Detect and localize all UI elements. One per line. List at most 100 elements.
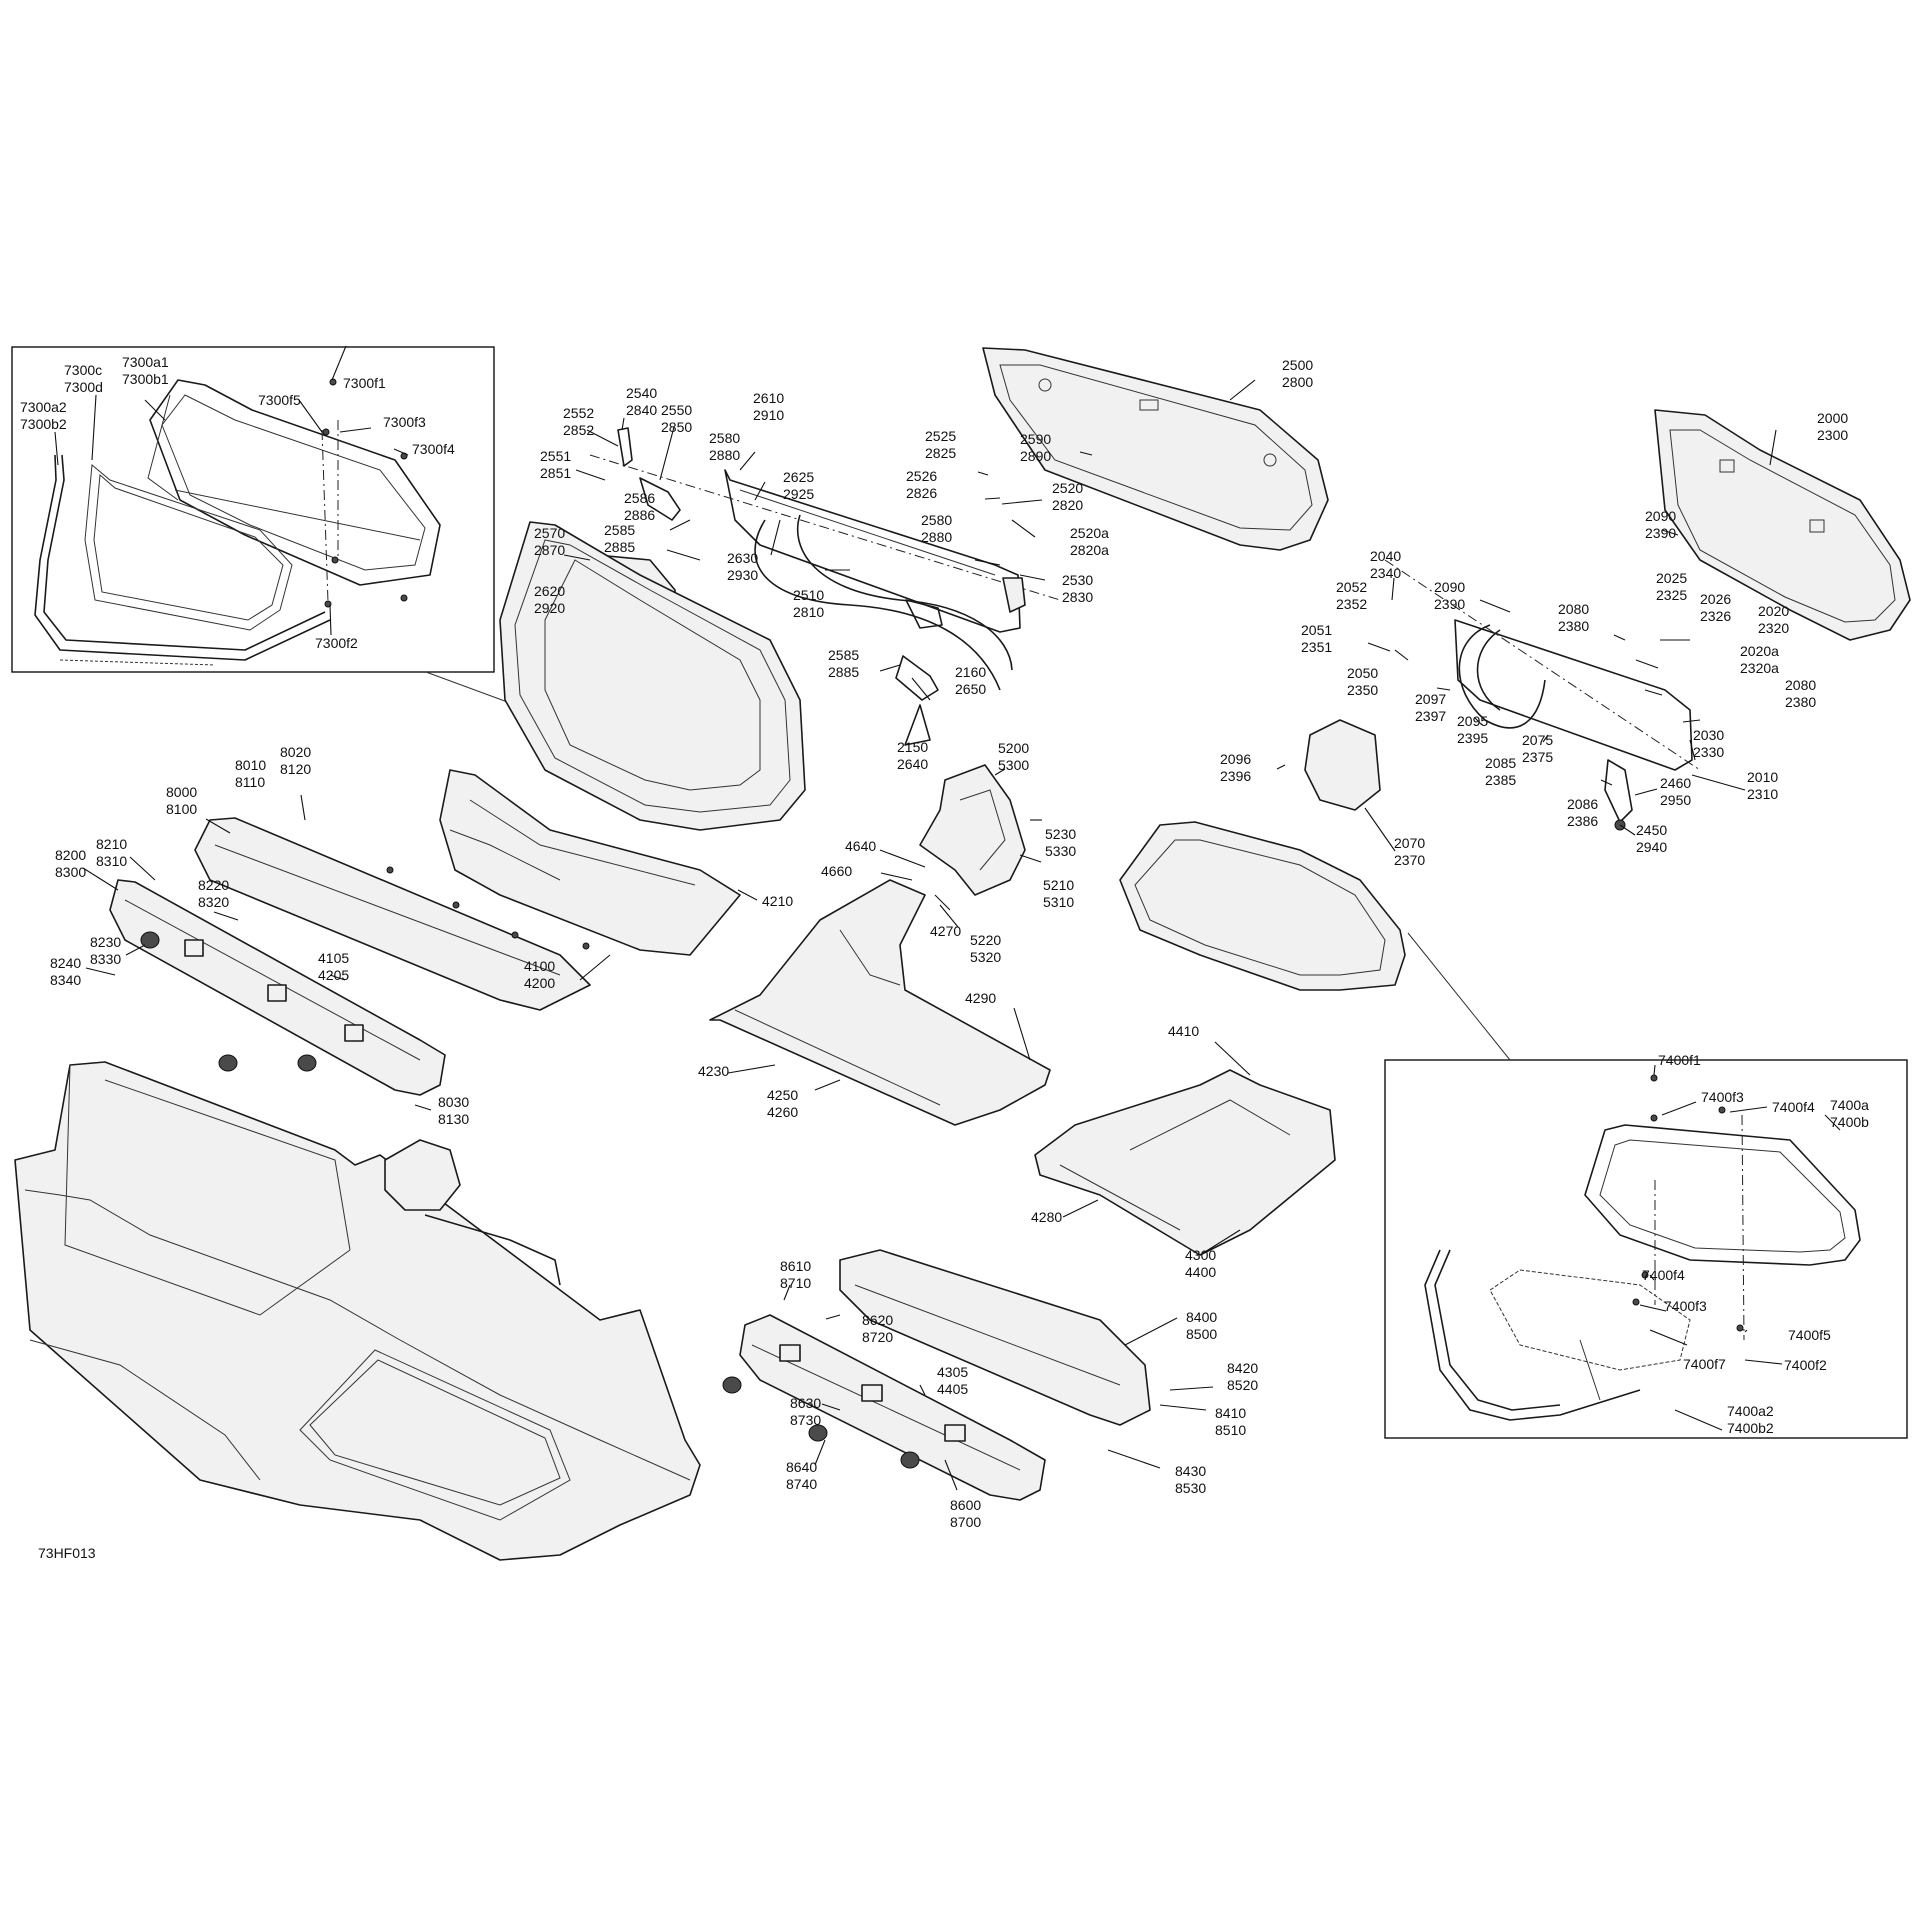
callout-8100: 8100 bbox=[166, 801, 197, 817]
callout-2386: 2386 bbox=[1567, 813, 1598, 829]
callout-5220: 5220 bbox=[970, 932, 1001, 948]
callout-2320a: 2320a bbox=[1740, 660, 1779, 676]
callout-2880-a: 2880 bbox=[709, 447, 740, 463]
callout-8720: 8720 bbox=[862, 1329, 893, 1345]
callout-2380-a: 2380 bbox=[1558, 618, 1589, 634]
callout-2330: 2330 bbox=[1693, 744, 1724, 760]
callout-7300f3: 7300f3 bbox=[383, 414, 426, 430]
callout-8120: 8120 bbox=[280, 761, 311, 777]
callout-8330: 8330 bbox=[90, 951, 121, 967]
callout-2030: 2030 bbox=[1693, 727, 1724, 743]
callout-4200: 4200 bbox=[524, 975, 555, 991]
callout-2097: 2097 bbox=[1415, 691, 1446, 707]
callout-4400: 4400 bbox=[1185, 1264, 1216, 1280]
callout-2585-a: 2585 bbox=[604, 522, 635, 538]
callout-5300: 5300 bbox=[998, 757, 1029, 773]
callout-2540: 2540 bbox=[626, 385, 657, 401]
sill-panel-4100 bbox=[439, 769, 741, 956]
callout-2925: 2925 bbox=[783, 486, 814, 502]
callout-2075: 2075 bbox=[1522, 732, 1553, 748]
callout-2340: 2340 bbox=[1370, 565, 1401, 581]
callout-2890: 2890 bbox=[1020, 448, 1051, 464]
callout-8630: 8630 bbox=[790, 1395, 821, 1411]
callout-2830: 2830 bbox=[1062, 589, 1093, 605]
callout-4230: 4230 bbox=[698, 1063, 729, 1079]
callout-2580-b: 2580 bbox=[921, 512, 952, 528]
callout-2551: 2551 bbox=[540, 448, 571, 464]
callout-8510: 8510 bbox=[1215, 1422, 1246, 1438]
callout-2385: 2385 bbox=[1485, 772, 1516, 788]
callout-7400a2: 7400a2 bbox=[1727, 1403, 1774, 1419]
callout-7300f2: 7300f2 bbox=[315, 635, 358, 651]
callout-4250: 4250 bbox=[767, 1087, 798, 1103]
callout-2885-b: 2885 bbox=[828, 664, 859, 680]
callout-2852: 2852 bbox=[563, 422, 594, 438]
callout-2585-b: 2585 bbox=[828, 647, 859, 663]
callout-2390-b: 2390 bbox=[1434, 596, 1465, 612]
callout-2325: 2325 bbox=[1656, 587, 1687, 603]
callout-4300: 4300 bbox=[1185, 1247, 1216, 1263]
callout-8310: 8310 bbox=[96, 853, 127, 869]
callout-4100: 4100 bbox=[524, 958, 555, 974]
callout-2080-a: 2080 bbox=[1558, 601, 1589, 617]
callout-8620: 8620 bbox=[862, 1312, 893, 1328]
callout-8220: 8220 bbox=[198, 877, 229, 893]
inset-door-7400 bbox=[1424, 1074, 1861, 1421]
callout-2380-b: 2380 bbox=[1785, 694, 1816, 710]
callout-8700: 8700 bbox=[950, 1514, 981, 1530]
callout-2025: 2025 bbox=[1656, 570, 1687, 586]
callout-2520a: 2520a bbox=[1070, 525, 1109, 541]
callout-2580-a: 2580 bbox=[709, 430, 740, 446]
rocker-bracket-8200 bbox=[109, 879, 446, 1096]
callout-2510: 2510 bbox=[793, 587, 824, 603]
callout-5230: 5230 bbox=[1045, 826, 1076, 842]
inset-frame-left bbox=[11, 346, 495, 673]
callout-4405: 4405 bbox=[937, 1381, 968, 1397]
callout-7400f4-b: 7400f4 bbox=[1642, 1267, 1685, 1283]
callout-2096: 2096 bbox=[1220, 751, 1251, 767]
callout-2650: 2650 bbox=[955, 681, 986, 697]
callout-2051: 2051 bbox=[1301, 622, 1332, 638]
callout-8030: 8030 bbox=[438, 1094, 469, 1110]
callout-8320: 8320 bbox=[198, 894, 229, 910]
callout-4290: 4290 bbox=[965, 990, 996, 1006]
part-labels: 73HF013 7300c 7300d 7300a1 7300b1 7300a2… bbox=[20, 354, 1869, 1561]
callout-8730: 8730 bbox=[790, 1412, 821, 1428]
callout-2940: 2940 bbox=[1636, 839, 1667, 855]
callout-2020: 2020 bbox=[1758, 603, 1789, 619]
callout-2920: 2920 bbox=[534, 600, 565, 616]
callout-4210: 4210 bbox=[762, 893, 793, 909]
callout-2950: 2950 bbox=[1660, 792, 1691, 808]
callout-2000: 2000 bbox=[1817, 410, 1848, 426]
callout-2820: 2820 bbox=[1052, 497, 1083, 513]
callout-2020a: 2020a bbox=[1740, 643, 1779, 659]
callout-8410: 8410 bbox=[1215, 1405, 1246, 1421]
callout-5310: 5310 bbox=[1043, 894, 1074, 910]
callout-8020: 8020 bbox=[280, 744, 311, 760]
rocker-panel-8400 bbox=[839, 1249, 1151, 1426]
callout-4105: 4105 bbox=[318, 950, 349, 966]
callout-7400f1: 7400f1 bbox=[1658, 1052, 1701, 1068]
inset-leader-right bbox=[1407, 932, 1511, 1061]
rear-floor-4300 bbox=[1034, 1069, 1336, 1256]
callout-2080-b: 2080 bbox=[1785, 677, 1816, 693]
console-5200 bbox=[919, 764, 1026, 896]
callout-8210: 8210 bbox=[96, 836, 127, 852]
callout-7300f1: 7300f1 bbox=[343, 375, 386, 391]
callout-7300b1: 7300b1 bbox=[122, 371, 169, 387]
callout-8520: 8520 bbox=[1227, 1377, 1258, 1393]
inset-frame-right bbox=[1384, 1059, 1908, 1439]
door-panel-2000 bbox=[1654, 409, 1911, 641]
callout-4410: 4410 bbox=[1168, 1023, 1199, 1039]
callout-2530: 2530 bbox=[1062, 572, 1093, 588]
figure-id: 73HF013 bbox=[38, 1545, 96, 1561]
callout-2586: 2586 bbox=[624, 490, 655, 506]
callout-2525: 2525 bbox=[925, 428, 956, 444]
door-frame-2510 bbox=[589, 454, 1061, 691]
callout-2840: 2840 bbox=[626, 402, 657, 418]
callout-5200: 5200 bbox=[998, 740, 1029, 756]
callout-8600: 8600 bbox=[950, 1497, 981, 1513]
callout-8420: 8420 bbox=[1227, 1360, 1258, 1376]
inset-door-7300 bbox=[34, 378, 441, 666]
callout-2095: 2095 bbox=[1457, 713, 1488, 729]
